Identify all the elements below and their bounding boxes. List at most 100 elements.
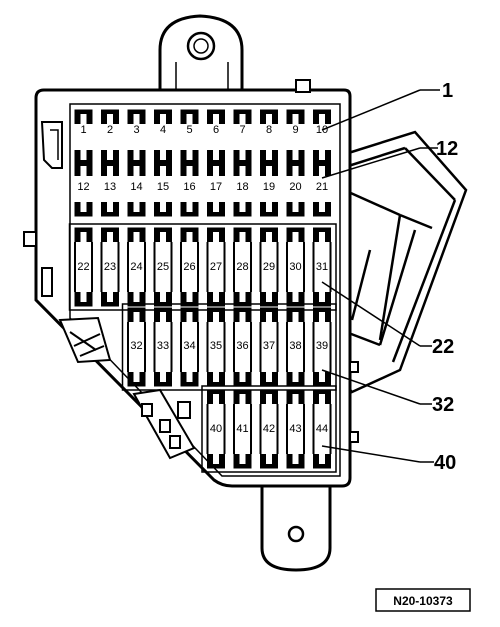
reference-code: N20-10373 <box>393 594 453 608</box>
fuse-number-label: 15 <box>157 181 169 193</box>
fuse-7: 7 <box>233 109 252 165</box>
fuse-31: 31 <box>312 227 332 307</box>
fuse-2: 2 <box>101 109 119 165</box>
fuse-number-label: 12 <box>77 181 89 193</box>
fuse-13: 13 <box>101 161 119 217</box>
fuse-number-label: 13 <box>104 181 116 193</box>
callout-labels: 1 12 22 32 40 <box>432 80 458 474</box>
fuse-number-label: 9 <box>292 124 298 136</box>
callout-22: 22 <box>432 336 454 358</box>
fuse-1: 1 <box>74 109 93 165</box>
bottom-mounting-hole <box>287 525 305 543</box>
fuse-8: 8 <box>260 109 278 165</box>
fuse-40: 40 <box>206 389 226 469</box>
fuse-number-label: 21 <box>316 181 328 193</box>
fuse-number-label: 34 <box>183 340 195 352</box>
fuse-number-label: 31 <box>316 261 328 273</box>
fuse-27: 27 <box>206 227 226 307</box>
diode-socket <box>132 388 196 460</box>
fuse-number-label: 7 <box>239 124 245 136</box>
fuse-30: 30 <box>286 227 305 307</box>
fuse-number-label: 20 <box>289 181 301 193</box>
fuse-box-housing <box>34 88 352 488</box>
fuse-number-label: 14 <box>130 181 142 193</box>
housing-hook <box>40 121 63 169</box>
fuse-25: 25 <box>153 227 173 307</box>
fuse-29: 29 <box>259 227 279 307</box>
fuse-number-label: 24 <box>130 261 142 273</box>
fuse-18: 18 <box>233 161 252 217</box>
fuse-23: 23 <box>100 227 120 307</box>
fuse-number-label: 6 <box>213 124 219 136</box>
fuse-number-label: 44 <box>316 423 328 435</box>
reference-code-box <box>375 588 471 612</box>
fuse-44: 44 <box>312 389 332 469</box>
fuse-number-label: 29 <box>263 261 275 273</box>
fuse-number-label: 26 <box>183 261 195 273</box>
fuse-43: 43 <box>286 389 305 469</box>
fuse-number-label: 5 <box>186 124 192 136</box>
relay-socket <box>58 316 112 364</box>
fuse-41: 41 <box>233 389 252 469</box>
fuse-28: 28 <box>233 227 252 307</box>
fuse-19: 19 <box>260 161 278 217</box>
fuse-12: 12 <box>74 161 93 217</box>
fuse-20: 20 <box>286 161 305 217</box>
fuse-number-label: 32 <box>130 340 142 352</box>
fuse-24: 24 <box>127 227 146 307</box>
callout-40: 40 <box>434 452 456 474</box>
fuse-number-label: 40 <box>210 423 222 435</box>
fuse-number-label: 4 <box>160 124 166 136</box>
fuse-number-label: 36 <box>236 340 248 352</box>
fuse-number-label: 19 <box>263 181 275 193</box>
fuse-number-label: 41 <box>236 423 248 435</box>
fuse-37: 37 <box>259 307 279 387</box>
fuse-5: 5 <box>180 109 199 165</box>
fuse-9: 9 <box>286 109 305 165</box>
fuse-number-label: 1 <box>80 124 86 136</box>
fuse-number-label: 42 <box>263 423 275 435</box>
fuse-grid: 1098765432121201918171615141312313029282… <box>68 109 337 473</box>
fuse-number-label: 28 <box>236 261 248 273</box>
fuse-number-label: 33 <box>157 340 169 352</box>
fuse-number-label: 37 <box>263 340 275 352</box>
fuse-number-label: 25 <box>157 261 169 273</box>
fuse-number-label: 17 <box>210 181 222 193</box>
fuse-42: 42 <box>259 389 279 469</box>
fuse-36: 36 <box>233 307 252 387</box>
fuse-number-label: 35 <box>210 340 222 352</box>
callout-leaders <box>321 89 440 463</box>
fuse-6: 6 <box>207 109 225 165</box>
fuse-number-label: 3 <box>133 124 139 136</box>
fuse-3: 3 <box>127 109 146 165</box>
fuse-number-label: 18 <box>236 181 248 193</box>
fuse-number-label: 16 <box>183 181 195 193</box>
fuse-17: 17 <box>207 161 225 217</box>
fuse-32: 32 <box>127 307 146 387</box>
fuse-number-label: 43 <box>289 423 301 435</box>
callout-1: 1 <box>442 80 453 102</box>
callout-32: 32 <box>432 394 454 416</box>
fuse-number-label: 38 <box>289 340 301 352</box>
callout-12: 12 <box>436 138 458 160</box>
fuse-22: 22 <box>74 227 93 307</box>
fuse-number-label: 30 <box>289 261 301 273</box>
fuse-number-label: 23 <box>104 261 116 273</box>
fuse-15: 15 <box>154 161 172 217</box>
fuse-number-label: 2 <box>107 124 113 136</box>
fuse-number-label: 39 <box>316 340 328 352</box>
fuse-number-label: 22 <box>77 261 89 273</box>
fuse-number-label: 8 <box>266 124 272 136</box>
fuse-35: 35 <box>206 307 226 387</box>
fuse-4: 4 <box>154 109 172 165</box>
fuse-21: 21 <box>313 161 331 217</box>
fuse-14: 14 <box>127 161 146 217</box>
fuse-number-label: 27 <box>210 261 222 273</box>
fuse-39: 39 <box>312 307 332 387</box>
fuse-26: 26 <box>180 227 199 307</box>
fuse-34: 34 <box>180 307 199 387</box>
fuse-16: 16 <box>180 161 199 217</box>
fuse-33: 33 <box>153 307 173 387</box>
